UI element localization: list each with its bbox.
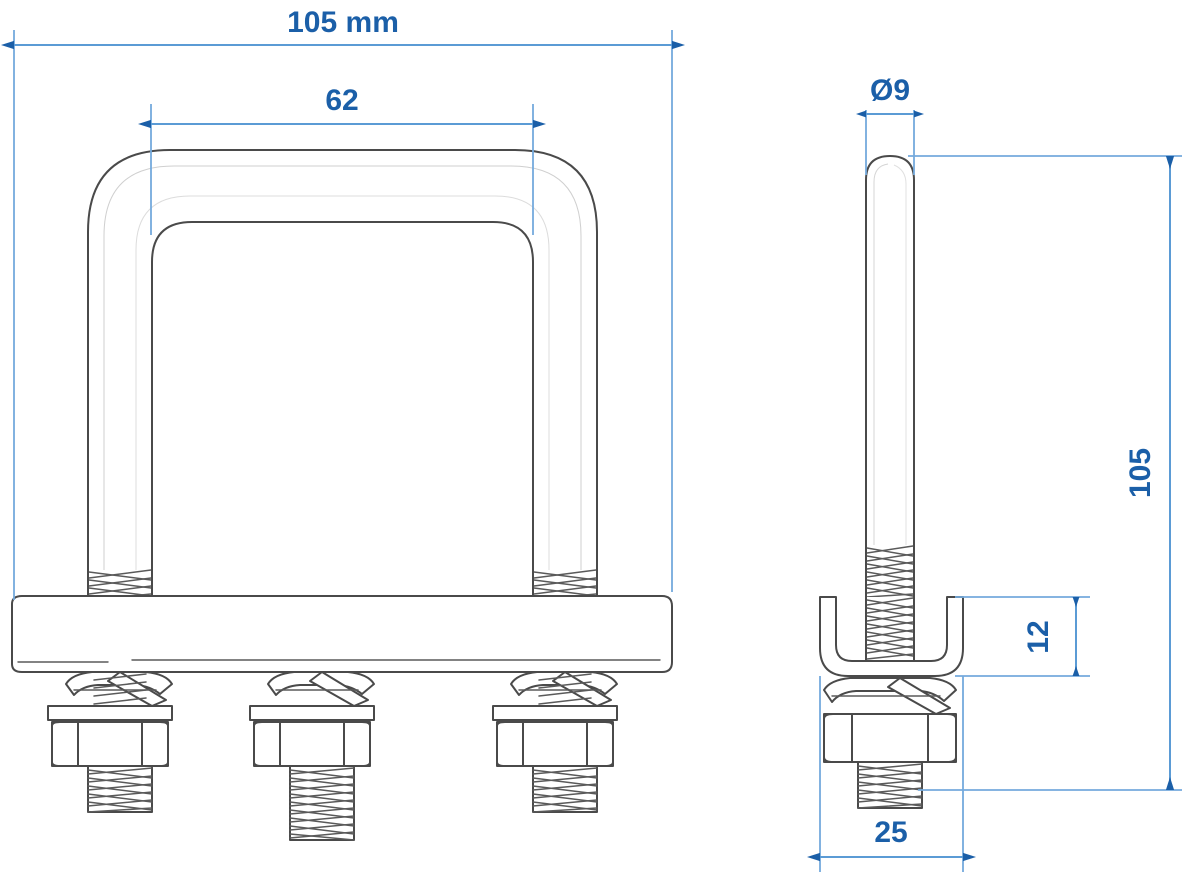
hardware-stack-right — [492, 671, 618, 813]
dimension-label-rod-diameter: Ø9 — [870, 74, 910, 107]
spring-washer — [267, 671, 375, 707]
dimension-label-overall-width: 105 mm — [287, 6, 399, 39]
threaded-rod-left — [93, 673, 147, 705]
flat-washer — [492, 705, 618, 721]
threaded-rod-right — [538, 673, 592, 705]
flat-washer — [249, 705, 375, 721]
hex-nut — [253, 721, 371, 767]
thread-end-left — [87, 765, 153, 813]
dimension-label-overall-height: 105 — [1124, 448, 1157, 498]
u-bolt-thread-left — [87, 565, 153, 601]
thread-end-right — [532, 765, 598, 813]
mounting-plate-side — [819, 596, 964, 677]
dimension-label-inner-width: 62 — [325, 84, 358, 117]
rod-thread-upper — [865, 540, 915, 601]
dimension-label-channel-depth: 12 — [1022, 620, 1055, 653]
dimension-overall-height: 105 — [908, 155, 1182, 791]
dimension-inner-width: 62 — [138, 84, 546, 235]
dimension-channel-depth: 12 — [955, 596, 1090, 677]
flat-washer — [47, 705, 173, 721]
dimension-channel-width: 25 — [807, 676, 976, 872]
spring-washer-side — [823, 677, 957, 715]
dimension-rod-diameter: Ø9 — [856, 74, 924, 175]
hex-nut — [51, 721, 169, 767]
u-bolt-thread-right — [532, 565, 598, 601]
hex-nut — [496, 721, 614, 767]
thread-end-side — [857, 761, 923, 809]
front-view: 105 mm 62 — [1, 6, 685, 841]
dimension-overall-width: 105 mm — [1, 6, 685, 600]
hardware-stack-center — [249, 671, 375, 841]
hardware-stack-left — [47, 671, 173, 813]
hex-nut-side — [823, 713, 957, 763]
threaded-rod-side — [865, 155, 915, 601]
center-bolt-thread — [289, 765, 355, 841]
mounting-plate — [11, 595, 673, 673]
u-bolt — [87, 149, 598, 601]
side-view: Ø9 105 12 25 — [807, 74, 1182, 872]
dimension-label-channel-width: 25 — [874, 816, 907, 849]
rod-thread-in-channel — [865, 596, 915, 662]
